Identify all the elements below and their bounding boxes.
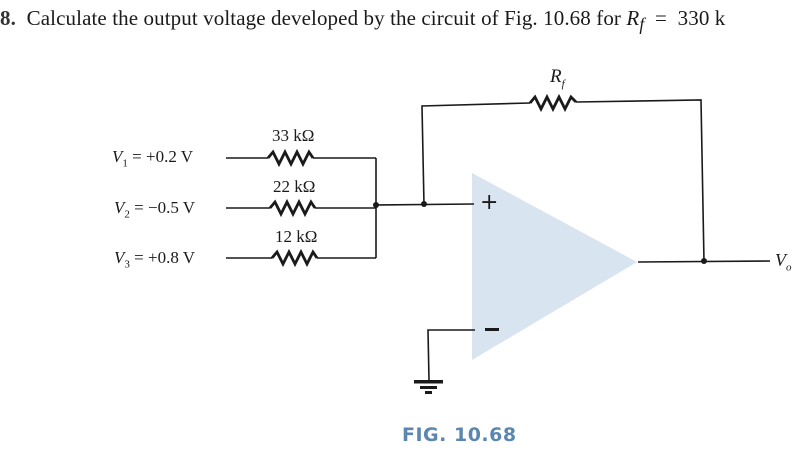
wire-feedback-left bbox=[421, 102, 531, 206]
figure-caption: FIG. 10.68 bbox=[402, 424, 517, 446]
rf-label: Rf bbox=[550, 66, 565, 90]
ground-icon bbox=[414, 380, 443, 394]
wire-feedback-right bbox=[575, 99, 705, 263]
resistor-33k-label: 33 kΩ bbox=[272, 126, 315, 145]
input-v3-label: V3 = +0.8 V bbox=[114, 248, 196, 271]
resistor-12k-label: 12 kΩ bbox=[275, 227, 318, 246]
input-v2-label: V2 = −0.5 V bbox=[114, 198, 196, 221]
plus-sign: + bbox=[480, 190, 499, 215]
problem-number: 8. bbox=[0, 6, 16, 30]
minus-sign-bar bbox=[485, 328, 499, 331]
resistor-22k-label: 22 kΩ bbox=[273, 177, 316, 196]
junction-dot bbox=[701, 258, 707, 264]
junction-dot bbox=[421, 201, 427, 207]
resistor-12k bbox=[270, 248, 319, 268]
equals-sign: = bbox=[655, 6, 667, 30]
resistor-33k bbox=[266, 148, 315, 168]
input-v1-label: V1 = +0.2 V bbox=[112, 147, 194, 170]
problem-statement: 8. Calculate the output voltage develope… bbox=[0, 6, 725, 35]
wire-minus-ground bbox=[427, 329, 475, 381]
problem-text: Calculate the output voltage developed b… bbox=[26, 6, 622, 30]
junction-dot bbox=[373, 202, 379, 208]
opamp-triangle bbox=[472, 173, 637, 360]
rf-sub: f bbox=[639, 14, 645, 35]
rf-value: 330 k bbox=[677, 6, 726, 30]
output-label: Vo bbox=[775, 250, 792, 274]
resistor-22k bbox=[268, 198, 317, 218]
rf-symbol: R bbox=[626, 6, 640, 30]
resistor-rf bbox=[528, 93, 577, 113]
